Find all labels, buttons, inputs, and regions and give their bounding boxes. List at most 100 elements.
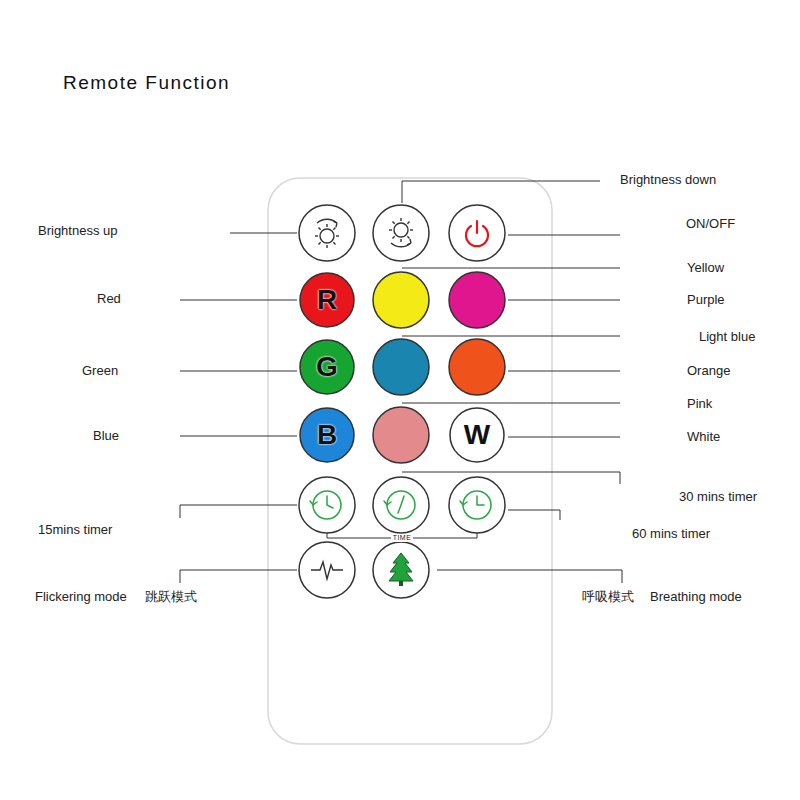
button bbox=[373, 477, 429, 533]
function-label: Blue bbox=[93, 427, 119, 445]
function-label: Pink bbox=[687, 395, 712, 413]
group-label: TIME bbox=[391, 534, 414, 542]
leader-line bbox=[402, 472, 620, 484]
leader-line bbox=[180, 436, 297, 437]
power-icon bbox=[466, 221, 488, 246]
leader-line bbox=[402, 268, 620, 269]
button-circle bbox=[300, 408, 354, 462]
sun-ray bbox=[333, 242, 335, 244]
timer-icons bbox=[310, 491, 491, 519]
button bbox=[299, 542, 355, 598]
button bbox=[449, 477, 505, 533]
function-label: 跳跃模式 bbox=[145, 588, 197, 606]
title: Remote Function bbox=[63, 72, 230, 94]
clock-hands bbox=[460, 496, 484, 505]
button bbox=[449, 205, 505, 261]
leader-line bbox=[402, 403, 620, 404]
function-label: Purple bbox=[687, 291, 725, 309]
pink-button bbox=[373, 407, 429, 463]
light-blue-button bbox=[373, 339, 429, 395]
yellow-button bbox=[373, 272, 429, 328]
remote-body bbox=[268, 178, 552, 744]
sun-ray bbox=[315, 235, 318, 236]
leader-line bbox=[402, 181, 600, 203]
pulse-icon bbox=[311, 562, 343, 579]
timer-icon bbox=[460, 491, 491, 519]
function-label: Orange bbox=[687, 362, 730, 380]
function-label: White bbox=[687, 428, 720, 446]
button-letter: R bbox=[299, 272, 355, 328]
sun bbox=[320, 229, 334, 243]
brightness-down-icon bbox=[389, 218, 413, 247]
leader-line bbox=[180, 300, 297, 301]
leader-line bbox=[508, 371, 620, 372]
leader-line bbox=[180, 505, 297, 518]
sun-ray bbox=[389, 229, 392, 230]
sun bbox=[394, 223, 408, 237]
sun-ray bbox=[326, 245, 327, 248]
function-label: 60 mins timer bbox=[632, 525, 710, 543]
leader-line bbox=[180, 570, 297, 583]
sun-ray bbox=[410, 229, 413, 230]
leader-lines bbox=[180, 181, 622, 583]
sun-ray bbox=[326, 224, 327, 227]
button-circle bbox=[300, 340, 354, 394]
leader-line bbox=[508, 235, 620, 236]
arrow-arc bbox=[391, 239, 411, 247]
color-button: G bbox=[299, 339, 355, 395]
arrow-arc bbox=[317, 219, 337, 227]
tree-trunk bbox=[399, 581, 403, 586]
button bbox=[373, 542, 429, 598]
button bbox=[299, 205, 355, 261]
sun-ray bbox=[319, 242, 321, 244]
leader-line bbox=[402, 336, 620, 337]
sun-ray bbox=[400, 239, 401, 242]
sun-ray bbox=[319, 228, 321, 230]
clock-hands bbox=[384, 496, 404, 513]
function-label: Green bbox=[82, 362, 118, 380]
function-label: Yellow bbox=[687, 259, 724, 277]
purple-button bbox=[449, 272, 505, 328]
color-button: B bbox=[299, 407, 355, 463]
button-circle bbox=[300, 273, 354, 327]
sun-ray bbox=[407, 236, 409, 238]
button bbox=[373, 205, 429, 261]
function-label: 15mins timer bbox=[38, 521, 112, 539]
clock-hands bbox=[310, 496, 333, 508]
function-label: Brightness up bbox=[38, 222, 118, 240]
sun-ray bbox=[393, 222, 395, 224]
sun-ray bbox=[336, 235, 339, 236]
brightness-up-icon bbox=[315, 219, 339, 248]
button-letter: G bbox=[299, 339, 355, 395]
leader-line bbox=[230, 233, 297, 234]
function-label: ON/OFF bbox=[686, 215, 735, 233]
sun-ray bbox=[407, 222, 409, 224]
function-label: 30 mins timer bbox=[679, 488, 757, 506]
sun-ray bbox=[400, 218, 401, 221]
color-button: R bbox=[299, 272, 355, 328]
sun-ray bbox=[333, 228, 335, 230]
sun-ray bbox=[393, 236, 395, 238]
tree-icon bbox=[389, 553, 413, 586]
power-bar bbox=[476, 221, 478, 233]
leader-line bbox=[508, 300, 620, 301]
function-label: Brightness down bbox=[620, 171, 716, 189]
button-circle bbox=[450, 408, 504, 462]
function-label: Red bbox=[97, 290, 121, 308]
button-letter: B bbox=[299, 407, 355, 463]
orange-button bbox=[449, 339, 505, 395]
leader-line bbox=[437, 570, 622, 583]
function-label: 呼吸模式 bbox=[582, 588, 634, 606]
leader-line bbox=[180, 371, 297, 372]
function-label: Light blue bbox=[699, 328, 755, 346]
button bbox=[299, 477, 355, 533]
function-label: Breathing mode bbox=[650, 588, 742, 606]
function-label: Flickering mode bbox=[35, 588, 127, 606]
tree bbox=[389, 553, 413, 581]
leader-line bbox=[508, 510, 560, 520]
timer-icon bbox=[384, 491, 415, 519]
leader-line bbox=[508, 437, 620, 438]
timer-icon bbox=[310, 491, 341, 519]
